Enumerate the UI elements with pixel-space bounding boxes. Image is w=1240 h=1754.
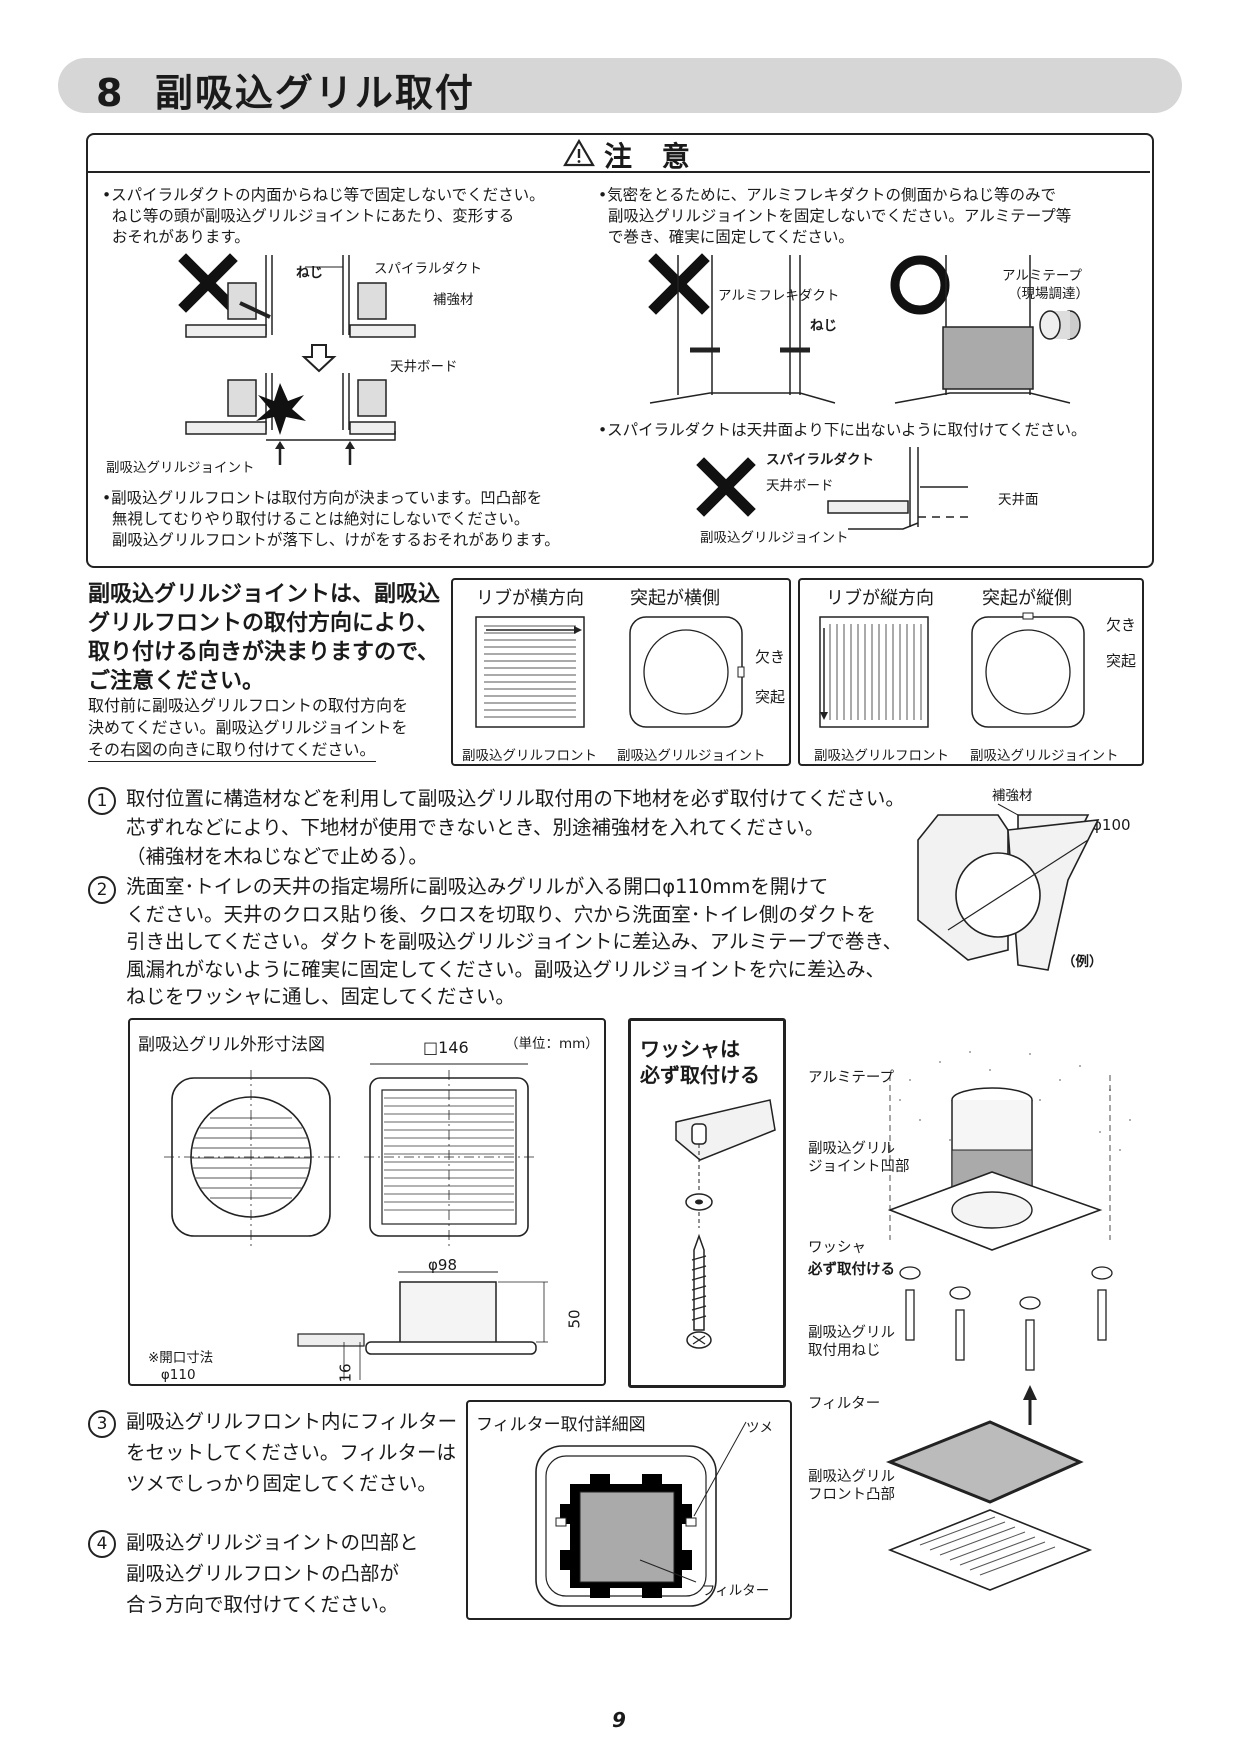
washer-drawing (675, 1099, 776, 1349)
assembly-drawing (885, 1051, 1131, 1591)
filter-detail-title: フィルター取付詳細図 (476, 1415, 646, 1435)
box1-heading-rib: リブが横方向 (476, 588, 584, 609)
reinforce-label: 補強材 (992, 788, 1033, 804)
box2-heading-tokki: 突起が縦側 (982, 588, 1072, 609)
box2-kaki: 欠き (1106, 616, 1137, 634)
label-alumi-flex: アルミフレキダクト (718, 288, 840, 304)
caution-title: 注 意 (604, 140, 700, 173)
dimension-title: 副吸込グリル外形寸法図 (138, 1035, 325, 1055)
step-4-number: 4 (88, 1530, 116, 1558)
page-number: 9 (612, 1708, 626, 1732)
box1-tokki: 突起 (755, 688, 786, 706)
washer-box (628, 1018, 786, 1388)
orientation-box-horizontal (451, 578, 791, 766)
box1-drawing (475, 616, 745, 728)
assembly-washer: ワッシャ (808, 1240, 866, 1256)
label-joint: 副吸込グリルジョイント (106, 460, 255, 476)
caution-box (86, 133, 1154, 568)
step-2-number: 2 (88, 876, 116, 904)
dimension-opening: ※開口寸法 φ110 (148, 1350, 214, 1383)
box1-caption-joint: 副吸込グリルジョイント (617, 748, 766, 764)
reinforce-board-drawing (917, 803, 1100, 971)
washer-title: ワッシャは 必ず取付ける (640, 1037, 760, 1087)
assembly-alumi-tape: アルミテープ (808, 1070, 894, 1086)
box1-kaki: 欠き (755, 648, 786, 666)
spiral-ceiling-diagram (696, 447, 968, 530)
orientation-box-vertical (798, 578, 1144, 766)
filter-detail-tsume: ツメ (746, 1420, 773, 1436)
box1-caption-front: 副吸込グリルフロント (462, 748, 597, 764)
label-tenjo-board-2: 天井ボード (766, 478, 834, 494)
caution-front-note: •副吸込グリルフロントは取付方向が決まっています。凹凸部を 無視してむりやり取付… (102, 489, 560, 549)
dimension-drawing (164, 1063, 548, 1380)
filter-detail-drawing (535, 1421, 747, 1607)
label-genba: （現場調達） (1008, 286, 1089, 302)
box2-drawing (819, 612, 1085, 728)
label-neji: ねじ (296, 265, 323, 281)
box2-caption-joint: 副吸込グリルジョイント (970, 748, 1119, 764)
label-hokyozai: 補強材 (433, 292, 474, 308)
filter-detail-box (466, 1400, 792, 1620)
orientation-sub2: その右図の向きに取り付けてください。 (88, 739, 376, 762)
assembly-screw: 副吸込グリル 取付用ねじ (808, 1325, 895, 1359)
caution-right-note: •気密をとるために、アルミフレキダクトの側面からねじ等のみで 副吸込グリルジョイ… (598, 186, 1072, 246)
filter-detail-filter: フィルター (702, 1583, 770, 1599)
dimension-h50: 50 (565, 1309, 584, 1329)
step-1-number: 1 (88, 787, 116, 815)
reinforce-example: （例） (1062, 954, 1103, 970)
label-tenjo-board: 天井ボード (390, 359, 458, 375)
caution-spiral-note: •スパイラルダクトは天井面より下に出ないように取付けてください。 (598, 421, 1087, 439)
dimension-h16: 16 (336, 1363, 355, 1383)
assembly-joint-concave: 副吸込グリル ジョイント凹部 (808, 1141, 910, 1175)
box2-tokki: 突起 (1106, 652, 1137, 670)
label-tenjo-men: 天井面 (998, 492, 1039, 508)
orientation-sub1: 取付前に副吸込グリルフロントの取付方向を 決めてください。副吸込グリルジョイント… (88, 696, 409, 737)
box2-caption-front: 副吸込グリルフロント (814, 748, 949, 764)
step-3-text: 副吸込グリルフロント内にフィルター をセットしてください。フィルターは ツメでし… (126, 1410, 458, 1495)
warning-icon (563, 138, 595, 167)
dimension-d98: φ98 (428, 1256, 457, 1274)
dimension-square: □146 (423, 1038, 469, 1057)
dimension-box (128, 1018, 606, 1386)
label-neji-2: ねじ (810, 318, 837, 334)
section-header-bar (58, 58, 1182, 113)
step-3-number: 3 (88, 1410, 116, 1438)
caution-header (86, 133, 1150, 173)
label-alumi-tape: アルミテープ (1002, 268, 1083, 284)
box2-heading-rib: リブが縦方向 (826, 588, 934, 609)
assembly-front-convex: 副吸込グリル フロント凸部 (808, 1469, 895, 1503)
dimension-unit: （単位：mm） (505, 1036, 599, 1052)
step-2-text: 洗面室･トイレの天井の指定場所に副吸込みグリルが入る開口φ110mmを開けて く… (126, 875, 903, 1008)
step-4-text: 副吸込グリルジョイントの凹部と 副吸込グリルフロントの凸部が 合う方向で取付けて… (126, 1531, 419, 1616)
section-title: 8 副吸込グリル取付 (96, 71, 475, 115)
step-1-text: 取付位置に構造材などを利用して副吸込グリル取付用の下地材を必ず取付けてください。… (126, 787, 905, 868)
label-joint-2: 副吸込グリルジョイント (700, 530, 849, 546)
label-spiral-duct-2: スパイラルダクト (766, 452, 874, 468)
box1-heading-tokki: 突起が横側 (630, 588, 720, 609)
assembly-washer-must: 必ず取付ける (808, 1262, 895, 1278)
label-spiral-duct: スパイラルダクト (374, 261, 482, 277)
alumi-flex-diagram (648, 253, 1081, 404)
caution-left-note: •スパイラルダクトの内面からねじ等で固定しないでください。 ねじ等の頭が副吸込グ… (102, 186, 545, 246)
orientation-lead: 副吸込グリルジョイントは、副吸込 グリルフロントの取付方向により、 取り付ける向… (88, 582, 441, 694)
assembly-filter: フィルター (808, 1396, 881, 1412)
reinforce-diameter: φ100 (1092, 816, 1131, 834)
spiral-screw-diagram (178, 253, 416, 465)
